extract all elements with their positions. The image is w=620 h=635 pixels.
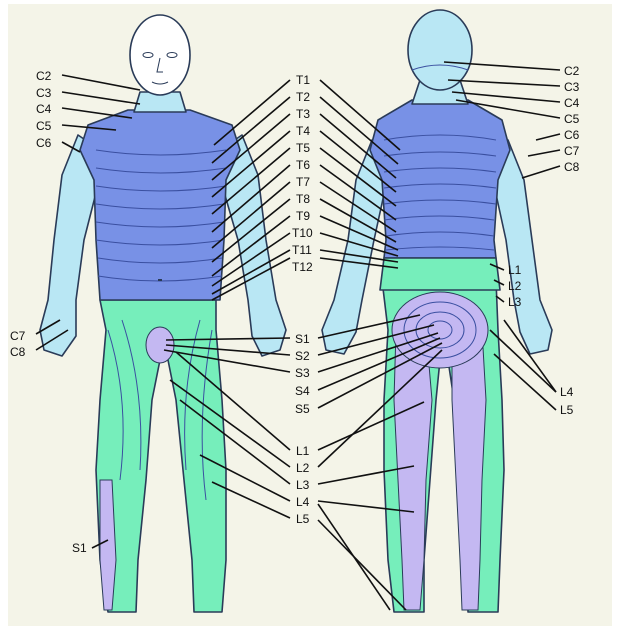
label-back-c7: C7 bbox=[564, 144, 580, 158]
label-t10: T10 bbox=[292, 226, 313, 240]
label-t11: T11 bbox=[292, 243, 312, 257]
label-t9: T9 bbox=[296, 209, 310, 223]
label-s3: S3 bbox=[295, 366, 310, 380]
label-s1-front: S1 bbox=[72, 541, 87, 555]
label-t7: T7 bbox=[296, 175, 310, 189]
label-l5: L5 bbox=[296, 512, 310, 526]
label-c5: C5 bbox=[36, 119, 52, 133]
label-back-l5: L5 bbox=[560, 403, 574, 417]
label-back-c4: C4 bbox=[564, 96, 580, 110]
back-torso bbox=[370, 100, 510, 258]
label-back-l4: L4 bbox=[560, 385, 574, 399]
label-l3: L3 bbox=[296, 478, 310, 492]
label-back-c2: C2 bbox=[564, 64, 580, 78]
label-back-l1: L1 bbox=[508, 263, 522, 277]
label-s1: S1 bbox=[295, 332, 310, 346]
label-t5: T5 bbox=[296, 141, 310, 155]
label-c8: C8 bbox=[10, 345, 26, 359]
label-c4: C4 bbox=[36, 102, 52, 116]
label-s2: S2 bbox=[295, 349, 310, 363]
label-c7: C7 bbox=[10, 329, 26, 343]
label-s5: S5 bbox=[295, 402, 310, 416]
label-l1: L1 bbox=[296, 444, 310, 458]
label-back-l2: L2 bbox=[508, 279, 522, 293]
front-left-eye bbox=[143, 53, 153, 58]
label-t2: T2 bbox=[296, 90, 310, 104]
label-back-c3: C3 bbox=[564, 80, 580, 94]
back-lumbar-region bbox=[380, 258, 500, 290]
label-l2: L2 bbox=[296, 461, 310, 475]
label-back-c6: C6 bbox=[564, 128, 580, 142]
front-right-eye bbox=[167, 53, 177, 58]
back-sacral-rings bbox=[392, 292, 488, 368]
label-back-c5: C5 bbox=[564, 112, 580, 126]
label-back-c8: C8 bbox=[564, 160, 580, 174]
label-c2: C2 bbox=[36, 69, 52, 83]
back-head bbox=[408, 10, 472, 90]
label-t6: T6 bbox=[296, 158, 310, 172]
front-head bbox=[130, 15, 190, 95]
label-t4: T4 bbox=[296, 124, 310, 138]
label-l4: L4 bbox=[296, 495, 310, 509]
label-t3: T3 bbox=[296, 107, 310, 121]
label-s4: S4 bbox=[295, 384, 310, 398]
label-c3: C3 bbox=[36, 86, 52, 100]
label-t12: T12 bbox=[292, 260, 313, 274]
label-t1: T1 bbox=[296, 73, 310, 87]
label-c6: C6 bbox=[36, 136, 52, 150]
label-back-l3: L3 bbox=[508, 295, 522, 309]
label-t8: T8 bbox=[296, 192, 310, 206]
